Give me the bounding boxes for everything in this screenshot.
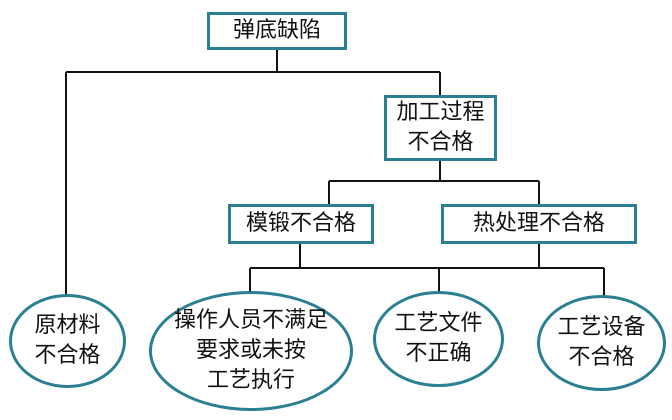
operator-oval: 操作人员不满足 要求或未按 工艺执行 xyxy=(149,291,353,411)
process-defect-box: 加工过程 不合格 xyxy=(384,95,497,161)
raw-material-oval: 原材料 不合格 xyxy=(9,294,126,388)
equipment-oval: 工艺设备 不合格 xyxy=(537,295,666,391)
forging-defect-box: 模锻不合格 xyxy=(228,204,374,244)
process-document-oval: 工艺文件 不正确 xyxy=(373,291,504,387)
root-node-box: 弹底缺陷 xyxy=(207,12,347,50)
heat-treatment-defect-box: 热处理不合格 xyxy=(441,204,637,244)
